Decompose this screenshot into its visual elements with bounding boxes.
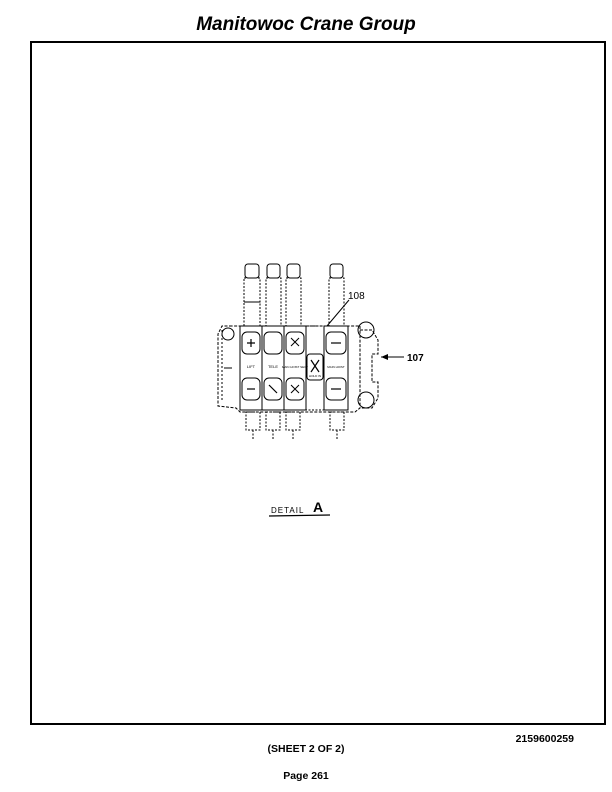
sheet-indicator: (SHEET 2 OF 2) [267,743,345,755]
section-label-lift: LIFT [247,364,256,369]
lower-ports [245,411,345,440]
valve-body [217,321,379,413]
document-header: Manitowoc Crane Group [196,14,416,35]
callout-107-label: 107 [407,353,424,364]
section-label-tele: TELE [268,364,278,369]
section-label-hold-in: HOLD IN [309,374,321,378]
section-label-main-hoist-2: MAIN HOIST [327,365,345,369]
page-number: Page 261 [283,770,329,782]
callout-107: 107 [381,353,424,364]
detail-word: DETAIL [271,506,304,515]
detail-label: DETAIL A [268,499,331,517]
callout-108: 108 [326,291,365,327]
part-number: 2159600259 [515,733,574,745]
section-label-main-hoist-1: MAIN HOIST SECT [282,365,308,369]
callout-108-label: 108 [348,291,365,302]
drawing-frame [30,41,606,725]
valve-caps [243,263,345,327]
detail-letter: A [313,499,323,515]
